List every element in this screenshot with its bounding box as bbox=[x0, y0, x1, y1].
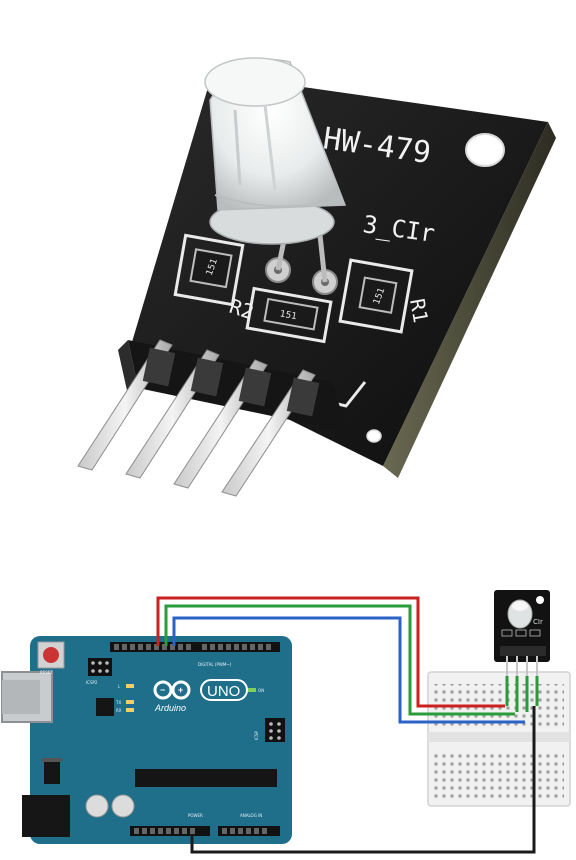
wiring-diagram: RESET ICSP2 DIGITAL (PWM~) L TX bbox=[1, 590, 571, 854]
arduino-model: UNO bbox=[207, 683, 240, 700]
svg-text:151: 151 bbox=[279, 309, 298, 322]
rgb-led bbox=[204, 57, 347, 245]
capacitor bbox=[111, 794, 135, 818]
arduino-uno-board: RESET ICSP2 DIGITAL (PWM~) L TX bbox=[1, 636, 292, 844]
digital-header-label: DIGITAL (PWM~) bbox=[198, 662, 232, 667]
on-label: ON bbox=[258, 688, 264, 693]
icsp2-label: ICSP2 bbox=[86, 680, 98, 685]
pin-header bbox=[77, 339, 348, 497]
wire-black bbox=[190, 706, 536, 854]
resistor: 151 bbox=[263, 297, 319, 331]
wire-red bbox=[156, 596, 505, 708]
power-header-label: POWER bbox=[188, 813, 203, 818]
analog-header-label: ANALOG IN bbox=[240, 813, 262, 818]
breadboard bbox=[427, 671, 571, 807]
wire-green bbox=[164, 604, 515, 716]
arduino-brand: Arduino bbox=[154, 703, 186, 713]
icsp-label: ICSP bbox=[254, 730, 259, 740]
resistor-label-r1: R1 bbox=[405, 297, 433, 325]
rgb-led-module-photo: HW-479 3_CIr 151 151 151 R2 R1 bbox=[77, 57, 556, 497]
resistor: 151 bbox=[358, 276, 398, 314]
svg-text:−: − bbox=[160, 685, 165, 695]
tx-label: TX bbox=[115, 700, 121, 705]
resistor: 151 bbox=[189, 248, 233, 289]
digital-header bbox=[110, 642, 280, 652]
svg-text:+: + bbox=[178, 685, 183, 695]
wires bbox=[156, 596, 539, 854]
usb-chip bbox=[96, 698, 114, 716]
atmega-chip bbox=[135, 769, 277, 787]
l-label: L bbox=[118, 684, 121, 689]
wire-blue bbox=[172, 616, 525, 724]
dc-jack bbox=[22, 795, 70, 837]
capacitor bbox=[85, 794, 109, 818]
rgb-led-module: CIr bbox=[494, 590, 550, 682]
pcb-edge bbox=[383, 122, 556, 478]
rx-label: RX bbox=[116, 708, 122, 713]
voltage-regulator bbox=[44, 760, 60, 784]
reset-button[interactable] bbox=[43, 647, 59, 663]
mounting-hole bbox=[465, 133, 505, 167]
module-label: CIr bbox=[533, 618, 543, 626]
reset-label: RESET bbox=[40, 670, 53, 675]
mounting-hole bbox=[366, 429, 382, 443]
arduino-logo-icon bbox=[153, 680, 191, 700]
